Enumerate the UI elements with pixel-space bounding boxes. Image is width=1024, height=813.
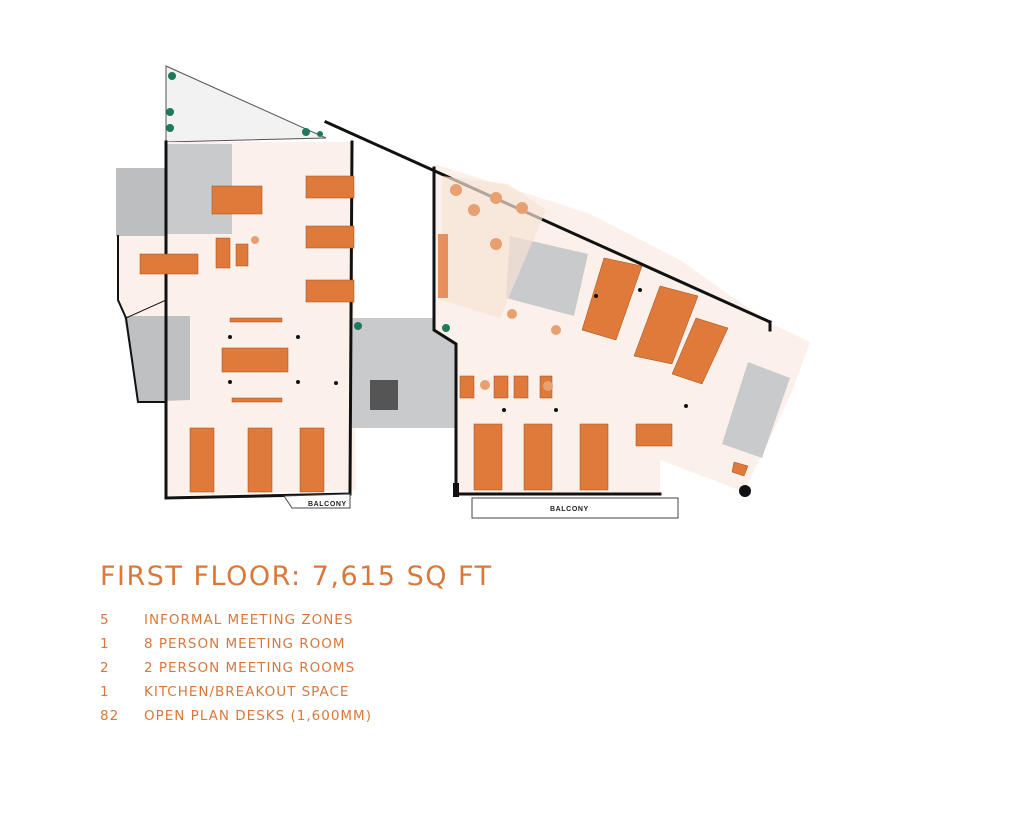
balcony-left [283,493,351,509]
column [739,485,751,497]
page-title: FIRST FLOOR: 7,615 SQ FT [100,561,493,592]
spec-row: 1 8 PERSON MEETING ROOM [100,632,493,656]
spec-row: 2 2 PERSON MEETING ROOMS [100,656,493,680]
spec-description: INFORMAL MEETING ZONES [144,612,354,628]
spec-description: 2 PERSON MEETING ROOMS [144,660,356,676]
roof-terrace [165,65,327,143]
spec-description: 8 PERSON MEETING ROOM [144,636,346,652]
balcony-label-left: BALCONY [308,501,347,508]
right-stair-core [722,362,790,458]
floor-specs: FIRST FLOOR: 7,615 SQ FT 5 INFORMAL MEET… [100,560,493,728]
kitchen-counter [438,234,448,298]
balcony-label-right: BALCONY [550,506,589,513]
plant-icons [166,72,450,332]
spec-row: 1 KITCHEN/BREAKOUT SPACE [100,680,493,704]
desk-cluster [139,175,355,493]
left-stair-gray [116,168,166,236]
spec-description: OPEN PLAN DESKS (1,600MM) [144,708,372,724]
spec-quantity: 1 [100,684,110,700]
spec-quantity: 82 [100,708,120,724]
balcony-right [471,497,679,519]
right-core [506,236,588,316]
washroom-block [124,316,190,402]
central-core [352,318,456,428]
spec-row: 5 INFORMAL MEETING ZONES [100,608,493,632]
desk-cluster-right [459,257,749,491]
spec-description: KITCHEN/BREAKOUT SPACE [144,684,350,700]
spec-quantity: 5 [100,612,110,628]
columns-small [228,288,688,412]
spec-quantity: 2 [100,660,110,676]
walls [117,120,772,500]
round-tables [251,184,561,391]
central-stair [370,380,398,410]
spec-quantity: 1 [100,636,110,652]
spec-row: 82 OPEN PLAN DESKS (1,600MM) [100,704,493,728]
